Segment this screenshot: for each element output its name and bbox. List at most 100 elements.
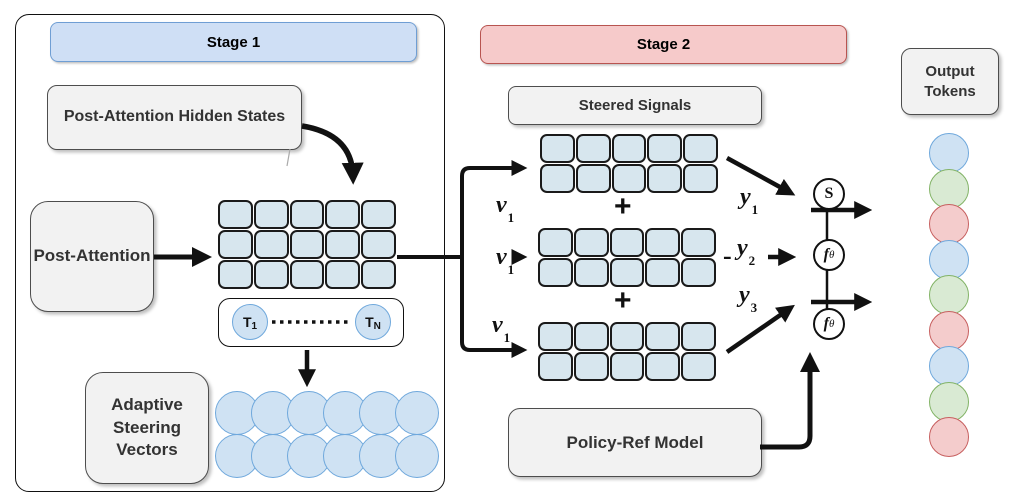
hidden-state-cell — [325, 200, 361, 229]
output-token-green — [929, 275, 969, 315]
hidden-state-cell — [681, 228, 716, 257]
output-token-green — [929, 168, 969, 209]
stage2-header: Stage 2 — [480, 25, 847, 64]
hidden-state-cell — [647, 134, 683, 163]
v1-label-top: v1 — [496, 192, 515, 225]
output-token-red — [929, 204, 969, 244]
output-token-red — [929, 310, 969, 351]
plus-sign-top: + — [614, 190, 632, 223]
output-token-blue — [929, 239, 969, 280]
v1-label-middle: v1 — [496, 244, 515, 277]
stage1-header: Stage 1 — [50, 22, 417, 62]
s-node: S — [813, 178, 845, 210]
hidden-state-cell — [538, 258, 573, 287]
token-t1-subscript: 1 — [251, 321, 258, 332]
hidden-state-cell — [611, 164, 647, 193]
y1-label: y1 — [740, 184, 759, 217]
hidden-state-cell — [645, 258, 681, 287]
hidden-state-cell — [325, 230, 361, 259]
post-attention-label: Post-Attention — [33, 246, 151, 266]
post-attention-hidden-states-label: Post-Attention Hidden States — [63, 108, 286, 126]
hidden-state-cell — [681, 258, 716, 287]
hidden-state-cell — [681, 322, 716, 351]
hidden-state-cell — [538, 352, 573, 381]
hidden-state-cell — [361, 230, 396, 259]
stage2-header-label: Stage 2 — [636, 36, 691, 53]
hidden-state-cell — [611, 134, 647, 163]
hidden-state-cell — [645, 228, 681, 257]
output-token-column — [929, 133, 969, 457]
steered-signal-grid-3 — [538, 322, 716, 381]
output-token-green — [929, 381, 969, 422]
hidden-state-cell — [289, 200, 325, 229]
hidden-state-cell — [573, 258, 609, 287]
v1-label-bottom: v1 — [492, 312, 511, 345]
hidden-state-cell — [361, 200, 396, 229]
post-attention-box: Post-Attention — [30, 201, 154, 312]
output-token-blue — [929, 346, 969, 386]
y2-label: y2 — [737, 235, 756, 268]
hidden-state-cell — [218, 230, 253, 259]
token-tn-subscript: N — [373, 321, 381, 332]
hidden-state-cell — [647, 164, 683, 193]
hidden-state-cell — [538, 228, 573, 257]
output-tokens-box: Output Tokens — [901, 48, 999, 115]
hidden-state-cell — [289, 230, 325, 259]
output-tokens-label: Output Tokens — [924, 63, 976, 100]
hidden-state-cell — [253, 200, 289, 229]
hidden-state-cell — [289, 260, 325, 289]
token-t1-label: T — [242, 314, 252, 330]
hidden-state-cell — [540, 164, 575, 193]
hidden-state-cell — [325, 260, 361, 289]
policy-ref-arrow — [760, 352, 820, 450]
policy-ref-model-box: Policy-Ref Model — [508, 408, 762, 477]
steered-signal-grid-2 — [538, 228, 716, 287]
policy-ref-model-label: Policy-Ref Model — [566, 432, 704, 452]
hidden-state-cell — [573, 322, 609, 351]
hidden-state-cell — [609, 258, 645, 287]
hidden-state-cell — [253, 260, 289, 289]
hidden-state-cell — [645, 352, 681, 381]
y3-label: y3 — [739, 282, 758, 315]
plus-sign-bottom: + — [614, 284, 632, 317]
steered-signals-box: Steered Signals — [508, 86, 762, 125]
hidden-state-cell — [683, 164, 718, 193]
adaptive-steering-vectors-box: Adaptive Steering Vectors — [85, 372, 209, 484]
hidden-state-cell — [538, 322, 573, 351]
hidden-state-cell — [361, 260, 396, 289]
hidden-state-cell — [540, 134, 575, 163]
hidden-state-cell — [609, 322, 645, 351]
token-tn-label: T — [365, 314, 374, 330]
hidden-state-cell — [218, 260, 253, 289]
post-attention-hidden-states-box: Post-Attention Hidden States — [47, 85, 302, 150]
minus-sign: - — [723, 241, 732, 270]
hidden-state-cell — [681, 352, 716, 381]
hidden-state-cell — [645, 322, 681, 351]
y3-arrow — [725, 304, 795, 354]
hidden-state-cell — [573, 228, 609, 257]
hidden-state-cell — [683, 134, 718, 163]
steering-vector-circle — [395, 391, 439, 435]
hidden-state-cell — [218, 200, 253, 229]
steered-signals-label: Steered Signals — [578, 97, 692, 114]
steering-vector-circle — [395, 434, 439, 478]
output-token-red — [929, 417, 969, 457]
stage1-container — [15, 14, 445, 492]
steering-vector-circles — [215, 391, 439, 478]
hidden-state-cell — [609, 228, 645, 257]
hidden-state-cell — [575, 164, 611, 193]
steered-signal-grid-1 — [540, 134, 718, 193]
stage1-hidden-state-grid — [218, 200, 396, 289]
adaptive-steering-vectors-label: Adaptive Steering Vectors — [111, 394, 183, 460]
stage1-header-label: Stage 1 — [206, 33, 261, 51]
output-token-blue — [929, 133, 969, 173]
hidden-state-cell — [609, 352, 645, 381]
hidden-state-cell — [253, 230, 289, 259]
hidden-state-cell — [575, 134, 611, 163]
